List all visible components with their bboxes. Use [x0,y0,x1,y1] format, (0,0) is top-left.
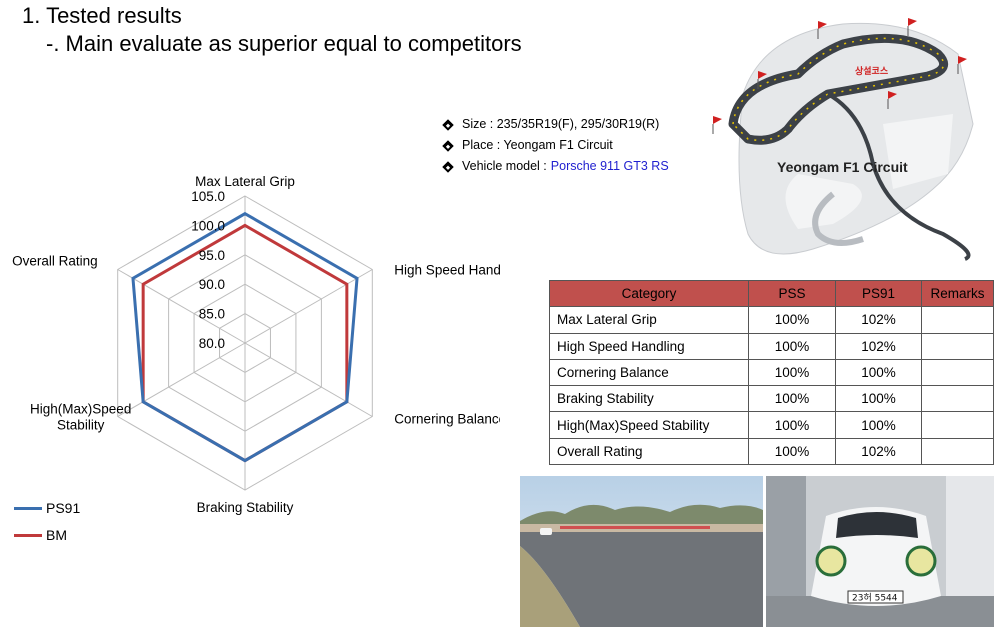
category-label: Braking Stability [197,500,294,515]
tick-label: 80.0 [199,336,225,351]
spec-size-label: Size : 235/35R19(F), 295/30R19(R) [462,117,660,131]
license-plate: 23허 5544 [852,593,898,604]
cell-remarks [921,332,994,360]
table-row: High Speed Handling 100% 102% [549,332,994,360]
tick-label: 95.0 [199,248,225,263]
header-pss: PSS [748,279,836,308]
category-label: Cornering Balance [394,412,500,427]
spec-size: Size : 235/35R19(F), 295/30R19(R) [442,114,669,135]
spec-place: Place : Yeongam F1 Circuit [442,135,669,156]
tick-label: 100.0 [191,218,225,233]
cell-ps91: 100% [835,411,922,439]
legend-label-bm: BM [46,527,67,543]
circuit-badge: 상설코스 [855,65,889,77]
car-photo: 23허 5544 [766,476,994,627]
diamond-bullet-icon [442,118,454,131]
cell-pss: 100% [748,306,836,334]
tick-label: 105.0 [191,189,225,204]
circuit-map-graphic: 상설코스 Yeongam F1 Circuit [712,18,974,261]
cell-remarks [921,437,994,466]
grid-spoke [244,342,373,417]
cell-remarks [921,411,994,439]
legend-swatch-ps91 [14,506,42,510]
tick-label: 90.0 [199,277,225,292]
legend-label-ps91: PS91 [46,500,81,516]
spec-vehicle: Vehicle model : Porsche 911 GT3 RS [442,156,669,177]
page-heading: 1. Tested results [22,3,182,28]
header-remarks: Remarks [921,279,994,308]
header-category: Category [549,279,749,308]
cell-category: High Speed Handling [549,332,749,360]
legend-item-bm: BM [14,527,67,543]
car-photo-graphic: 23허 5544 [766,476,994,627]
diamond-bullet-icon [442,139,454,152]
grid-spoke [244,269,373,344]
category-label: High Speed Handling [394,263,500,278]
spec-place-label: Place : Yeongam F1 Circuit [462,138,613,152]
cell-remarks [921,358,994,387]
track-photo-graphic [520,476,763,627]
table-row: Max Lateral Grip 100% 102% [549,306,994,334]
header-ps91: PS91 [835,279,922,308]
cell-ps91: 100% [835,385,922,413]
table-header-row: Category PSS PS91 Remarks [549,279,994,308]
table-row: High(Max)Speed Stability 100% 100% [549,411,994,439]
grid-spoke [117,342,246,417]
category-label: Overall Rating [12,254,98,269]
results-table: Category PSS PS91 Remarks Max Lateral Gr… [549,279,994,466]
legend-swatch-bm [14,533,42,537]
cell-ps91: 102% [835,332,922,360]
table-row: Overall Rating 100% 102% [549,437,994,466]
cell-remarks [921,385,994,413]
cell-pss: 100% [748,411,836,439]
table-row: Braking Stability 100% 100% [549,385,994,413]
test-specs: Size : 235/35R19(F), 295/30R19(R) Place … [442,114,669,177]
cell-pss: 100% [748,332,836,360]
cell-category: Cornering Balance [549,358,749,387]
circuit-title: Yeongam F1 Circuit [777,159,908,175]
cell-ps91: 102% [835,306,922,334]
legend-item-ps91: PS91 [14,500,80,516]
cell-category: Max Lateral Grip [549,306,749,334]
cell-category: Overall Rating [549,437,749,466]
page-subheading: -. Main evaluate as superior equal to co… [46,31,522,56]
spec-vehicle-label: Vehicle model : [462,159,547,173]
cell-remarks [921,306,994,334]
cell-pss: 100% [748,437,836,466]
tick-label: 85.0 [199,307,225,322]
cell-ps91: 100% [835,358,922,387]
grid-spoke [117,269,246,344]
cell-ps91: 102% [835,437,922,466]
table-row: Cornering Balance 100% 100% [549,358,994,387]
spec-vehicle-value: Porsche 911 GT3 RS [550,159,669,173]
circuit-map: 상설코스 Yeongam F1 Circuit [703,14,993,274]
cell-category: Braking Stability [549,385,749,413]
track-photo [520,476,763,627]
cell-category: High(Max)Speed Stability [549,411,749,439]
cell-pss: 100% [748,358,836,387]
cell-pss: 100% [748,385,836,413]
series-ps91 [131,211,359,463]
category-label: Max Lateral Grip [195,174,295,189]
